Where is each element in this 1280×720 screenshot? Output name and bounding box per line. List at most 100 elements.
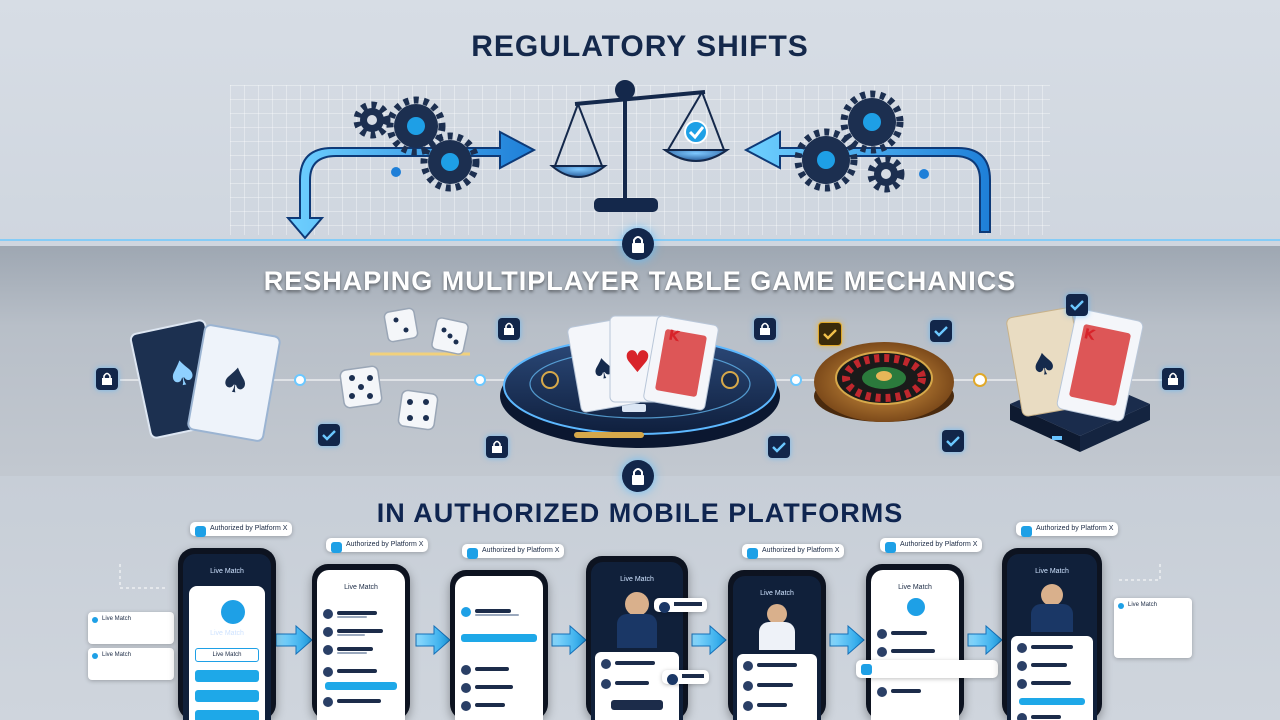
svg-text:♠: ♠ [217,359,254,404]
authorized-badge: Authorized by Platform X [742,544,845,559]
action-button[interactable] [195,710,259,720]
phone-title: Live Match [344,584,378,591]
progress-bar [325,682,397,690]
svg-text:K: K [1082,326,1097,344]
gear-icon [802,98,898,186]
phone-label: Live Match [210,630,244,637]
live-match-button[interactable]: Live Match [195,648,259,662]
dealer-figure [617,614,657,648]
gear-icon [360,104,472,184]
notification-card [856,660,998,678]
svg-text:♠: ♠ [1028,346,1061,385]
check-icon [930,320,952,342]
badge-label: Authorized by Platform X [482,547,560,554]
phone-screen: Live Match [591,562,683,720]
check-icon [768,436,790,458]
shield-icon [331,542,342,553]
phone-title: Live Match [898,584,932,591]
avatar [221,600,245,624]
check-icon [818,322,842,346]
authorized-badge: Authorized by Platform X [880,538,983,553]
smartphone: Live Match [586,556,688,720]
playing-card-icon: ♠ ♠ [129,319,281,442]
phone-screen [455,576,543,720]
playing-card-icon: ♠ K [1006,307,1144,422]
lock-icon [486,436,508,458]
smartphone: Live Match [1002,548,1102,720]
action-button[interactable] [195,670,259,682]
shield-icon [1021,526,1032,537]
avatar [659,602,670,613]
lock-icon [498,318,520,340]
check-icon [318,424,340,446]
dealer-avatar [1041,584,1063,606]
lock-icon [754,318,776,340]
left-flow-arrow [285,130,537,240]
check-icon [684,120,708,144]
progress-bar [1019,698,1085,705]
action-button[interactable] [611,700,663,710]
dealer-figure [759,622,795,650]
authorized-badge: Authorized by Platform X [1016,522,1119,537]
shield-icon [747,548,758,559]
side-card: Live Match [88,612,174,644]
phone-title: Live Match [1035,568,1069,575]
side-card-label: Live Match [102,652,132,658]
smartphone: Live Match [728,570,826,720]
authorized-badge: Authorized by Platform X [326,538,429,553]
title-authorized-platforms: IN AUTHORIZED MOBILE PLATFORMS [376,498,904,528]
smartphone: Live Match Live Match Live Match [178,548,276,720]
badge-label: Authorized by Platform X [762,547,840,554]
right-flow-arrow [743,130,991,233]
dealer-avatar [625,592,649,616]
phone-screen: Live Match Live Match Live Match [183,554,271,720]
authorized-badge: Authorized by Platform X [462,544,565,559]
avatar [907,598,925,616]
status-dot-icon [92,617,98,623]
side-card: Live Match [1114,598,1192,658]
chat-bubble [654,598,707,613]
phone-flow-arrows [119,564,1161,656]
shield-icon [885,542,896,553]
svg-text:♥: ♥ [624,345,651,380]
smartphone: Live Match [866,564,964,720]
phone-title: Live Match [210,568,244,575]
status-dot-icon [1118,603,1124,609]
playing-card-icon: ♠ ♥ K [567,315,719,413]
authorized-badge: Authorized by Platform X [190,522,293,537]
title-regulatory-shifts: REGULATORY SHIFTS [471,30,809,63]
phone-screen: Live Match [1007,554,1097,720]
badge-label: Authorized by Platform X [346,541,424,548]
phone-screen: Live Match [871,570,959,720]
shield-icon [195,526,206,537]
check-icon [1066,294,1088,316]
lock-icon [1162,368,1184,390]
check-icon [942,430,964,452]
dice-icon [339,307,469,431]
phone-title: Live Match [620,576,654,583]
status-dot-icon [92,653,98,659]
side-card-label: Live Match [1128,602,1158,608]
svg-text:K: K [667,328,682,346]
side-card: Live Match [88,648,174,680]
badge-label: Authorized by Platform X [210,525,288,532]
smartphone: Live Match [312,564,410,720]
action-button[interactable] [195,690,259,702]
phone-screen: Live Match [733,576,821,720]
phone-screen: Live Match [317,570,405,720]
chat-bubble [662,670,709,685]
info-icon [861,664,872,675]
balance-scale-icon [549,80,731,212]
progress-bar [461,634,537,642]
phone-title: Live Match [760,590,794,597]
lock-icon [96,368,118,390]
title-reshaping-mechanics: RESHAPING MULTIPLAYER TABLE GAME MECHANI… [263,266,1017,296]
lock-icon [622,460,654,492]
dealer-figure [1031,604,1073,632]
avatar [667,674,678,685]
roulette-wheel-icon [814,342,954,422]
side-card-label: Live Match [102,616,132,622]
mechanics-illustration: ♠ ♠ ♠ ♥ K [120,307,1170,452]
badge-label: Authorized by Platform X [900,541,978,548]
dealer-avatar [767,604,787,624]
